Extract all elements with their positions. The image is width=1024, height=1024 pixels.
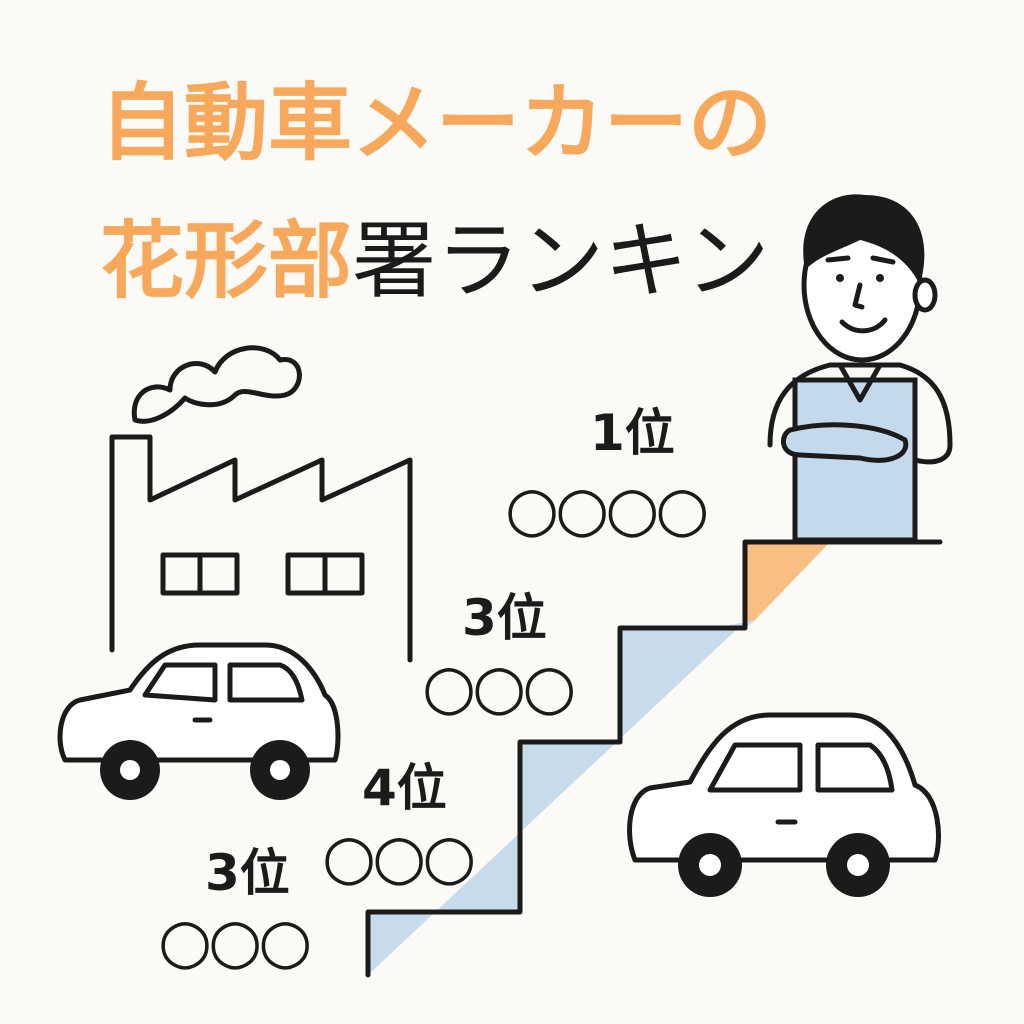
smoke-cloud-icon [131, 345, 302, 424]
rank-name: ○○○ [322, 820, 473, 893]
car-icon [627, 712, 941, 897]
rank-1: 1位 ○○○○ [505, 404, 710, 545]
rank-label: 4位 [362, 759, 447, 817]
factory-icon [109, 434, 413, 663]
rank-4: 3位 ○○○ [158, 844, 313, 977]
rank-name: ○○○ [158, 904, 309, 977]
title-line2-rest: 署ランキン [352, 212, 769, 310]
rank-name: ○○○○ [505, 472, 706, 545]
rank-3: 4位 ○○○ [322, 759, 477, 893]
title-line1: 自動車メーカーの [100, 74, 772, 172]
rank-label: 1位 [590, 404, 675, 462]
businessman-icon [767, 194, 953, 543]
stairs-icon [365, 539, 943, 978]
car-icon [57, 642, 341, 800]
rank-label: 3位 [462, 589, 547, 647]
rank-name: ○○○ [422, 650, 573, 723]
title-line2-accent: 花形部 [100, 212, 352, 310]
rank-label: 3位 [205, 844, 290, 902]
rank-2: 3位 ○○○ [422, 589, 577, 723]
